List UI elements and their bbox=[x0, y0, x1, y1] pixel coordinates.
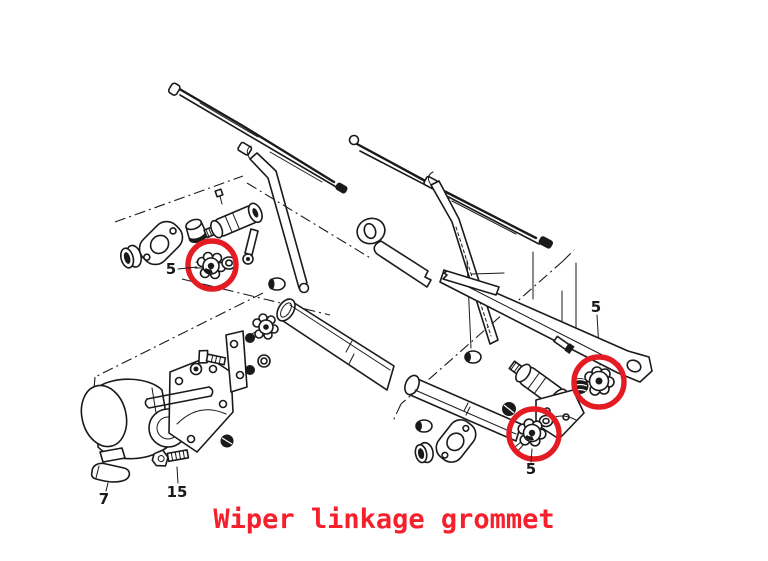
left-grommet bbox=[194, 251, 227, 280]
motor-washer bbox=[189, 362, 203, 376]
left-flange-plate bbox=[138, 220, 184, 266]
part-label-5-right-lower: 5 bbox=[526, 460, 536, 478]
mid-nut-ring bbox=[257, 354, 271, 368]
left-pivot-body bbox=[203, 188, 263, 265]
left-wiper-arm bbox=[246, 145, 310, 294]
right-pivot-group bbox=[356, 217, 653, 464]
right-group-boundary bbox=[392, 249, 575, 422]
left-group-boundary bbox=[114, 175, 373, 316]
mid-nut-dark-2 bbox=[245, 365, 255, 375]
part-label-15: 15 bbox=[167, 483, 188, 501]
right-wiper-arm bbox=[427, 171, 499, 345]
part-label-5-right-upper: 5 bbox=[591, 298, 601, 316]
bolt-15 bbox=[151, 449, 190, 484]
highlight-circle-right-upper-grommet bbox=[571, 354, 627, 410]
mid-nut-dark bbox=[245, 333, 255, 343]
idler-link-2 bbox=[442, 270, 505, 296]
motor-nut-dark bbox=[220, 434, 234, 448]
left-cap-2 bbox=[268, 277, 286, 291]
part-label-5-left: 5 bbox=[166, 260, 176, 278]
right-link-bar bbox=[439, 269, 653, 383]
idler-link bbox=[356, 217, 432, 288]
central-link-rod bbox=[276, 298, 395, 391]
right-nut-dark bbox=[502, 402, 516, 416]
right-cap bbox=[464, 350, 482, 364]
highlight-circle-right-lower-grommet bbox=[506, 406, 562, 462]
part-label-7: 7 bbox=[99, 490, 109, 508]
motor-mounting-plate bbox=[144, 356, 234, 453]
right-upper-grommet bbox=[571, 366, 615, 396]
label-5-left-leader bbox=[177, 266, 198, 270]
right-cap-2 bbox=[415, 419, 433, 433]
label-5-lower-leader bbox=[530, 448, 533, 463]
caption-text: Wiper linkage grommet bbox=[213, 504, 555, 535]
right-link-tube bbox=[404, 374, 522, 442]
left-pivot-group bbox=[119, 188, 286, 291]
right-stud bbox=[553, 335, 575, 354]
wiper-motor-assembly bbox=[80, 313, 279, 492]
motor-bracket bbox=[225, 330, 248, 393]
right-lower-grommet bbox=[514, 418, 547, 453]
mid-grommet bbox=[249, 313, 279, 341]
motor-bolt-upper bbox=[198, 349, 227, 366]
left-wiper-blade bbox=[167, 82, 348, 194]
right-bushing bbox=[414, 441, 434, 464]
clip-7 bbox=[90, 462, 131, 492]
highlight-circle-left-grommet bbox=[185, 238, 239, 292]
right-flange-plate bbox=[435, 419, 477, 463]
